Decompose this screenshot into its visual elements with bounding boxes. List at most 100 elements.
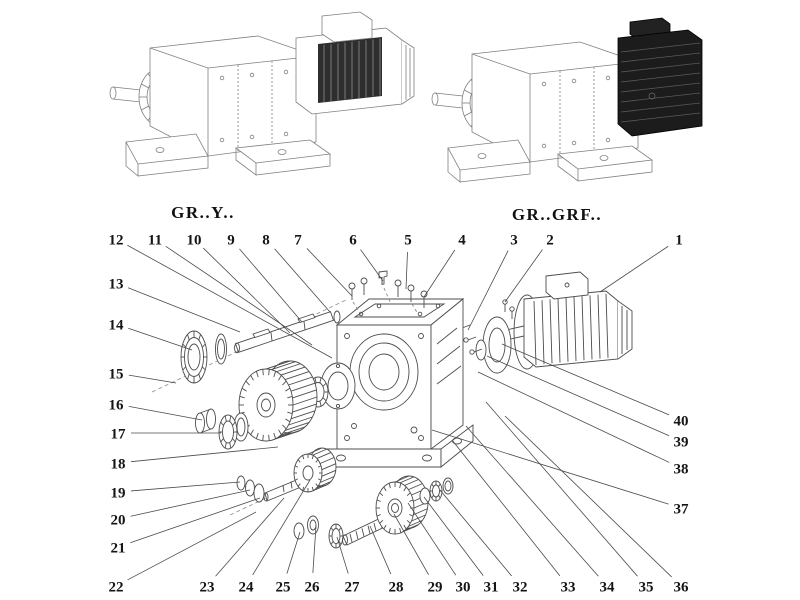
callout-12: 12 — [109, 233, 124, 249]
leader-line-35 — [485, 401, 638, 577]
gear-large — [238, 360, 318, 442]
callout-7: 7 — [294, 233, 302, 249]
housing-right-view — [471, 41, 639, 163]
leader-line-13 — [127, 287, 241, 333]
callout-27: 27 — [345, 580, 361, 596]
leader-line-22 — [127, 511, 257, 581]
leader-line-38 — [477, 371, 670, 463]
leader-line-23 — [215, 497, 285, 577]
callout-40: 40 — [674, 414, 689, 430]
leader-line-19 — [130, 481, 241, 492]
shaft-key-1 — [252, 328, 271, 339]
callout-36: 36 — [674, 580, 690, 596]
callout-26: 26 — [305, 580, 321, 596]
motor-exploded — [503, 271, 633, 370]
callout-24: 24 — [239, 580, 255, 596]
gear-housing — [326, 298, 474, 468]
mounting-feet-left-view — [125, 133, 332, 177]
leader-line-36 — [504, 415, 672, 578]
leader-line-33 — [451, 439, 561, 577]
leader-line-39 — [486, 355, 670, 437]
variant-title-gr-grf: GR..GRF.. — [511, 205, 603, 224]
leader-line-26 — [312, 525, 317, 574]
callout-14: 14 — [109, 318, 125, 334]
leader-line-30 — [407, 502, 457, 576]
leader-line-20 — [130, 489, 251, 517]
callout-38: 38 — [674, 462, 689, 478]
callout-2: 2 — [546, 233, 554, 249]
bearing-17 — [218, 412, 249, 450]
callout-29: 29 — [428, 580, 443, 596]
leader-line-6 — [360, 249, 384, 282]
callout-8: 8 — [262, 233, 270, 249]
seal-ring-13 — [215, 333, 227, 365]
motor-left-view — [295, 11, 415, 115]
callout-21: 21 — [111, 541, 126, 557]
variant-title-gr-y: GR..Y.. — [171, 203, 235, 222]
callout-23: 23 — [200, 580, 215, 596]
top-fasteners — [348, 270, 515, 319]
callout-19: 19 — [111, 486, 126, 502]
leader-line-9 — [239, 248, 303, 323]
leader-line-7 — [306, 248, 353, 297]
callout-3: 3 — [510, 233, 518, 249]
exploded-view — [151, 270, 633, 549]
leader-line-1 — [599, 245, 669, 293]
callout-20: 20 — [111, 513, 126, 529]
leader-line-2 — [504, 249, 543, 303]
assembled-view-gr-y — [109, 11, 415, 177]
callout-5: 5 — [404, 233, 412, 249]
callout-17: 17 — [111, 427, 127, 443]
callout-4: 4 — [458, 233, 466, 249]
bushing-16 — [195, 408, 216, 434]
callout-6: 6 — [349, 233, 357, 249]
bore-cover — [320, 362, 356, 410]
leader-line-4 — [423, 249, 456, 298]
output-shaft-group — [328, 475, 454, 549]
leader-line-3 — [467, 250, 509, 331]
leader-lines — [127, 244, 672, 581]
leader-line-15 — [128, 374, 177, 384]
leader-line-16 — [128, 405, 203, 421]
leader-line-18 — [130, 446, 279, 463]
bearing-14 — [180, 330, 208, 384]
callout-1: 1 — [675, 233, 683, 249]
intermediate-pinion-group — [236, 447, 337, 540]
callout-15: 15 — [109, 367, 124, 383]
leader-line-32 — [439, 489, 512, 577]
callout-18: 18 — [111, 457, 126, 473]
leader-line-10 — [203, 247, 291, 334]
callout-30: 30 — [456, 580, 471, 596]
leader-line-27 — [336, 536, 349, 574]
assembled-view-gr-grf — [431, 17, 703, 183]
leader-line-31 — [423, 496, 484, 576]
callout-37: 37 — [674, 502, 690, 518]
leader-line-28 — [369, 525, 392, 575]
leader-line-40 — [501, 343, 670, 416]
leader-line-12 — [127, 244, 333, 359]
leader-line-11 — [165, 245, 313, 346]
callout-35: 35 — [639, 580, 654, 596]
callout-39: 39 — [674, 435, 689, 451]
callout-9: 9 — [227, 233, 235, 249]
leader-line-34 — [465, 425, 599, 577]
callout-25: 25 — [276, 580, 291, 596]
callout-16: 16 — [109, 398, 125, 414]
leader-line-21 — [130, 497, 261, 544]
vent-plug — [378, 270, 388, 285]
callout-10: 10 — [187, 233, 202, 249]
mounting-feet-right-view — [447, 139, 654, 183]
leader-line-37 — [431, 429, 669, 505]
callout-34: 34 — [600, 580, 616, 596]
callout-28: 28 — [389, 580, 404, 596]
leader-line-14 — [128, 327, 193, 351]
motor-block-grf — [617, 17, 703, 137]
callout-31: 31 — [484, 580, 499, 596]
leader-line-29 — [393, 513, 429, 575]
callout-22: 22 — [109, 580, 124, 596]
leader-line-24 — [252, 479, 311, 576]
shaft-key-2 — [297, 313, 316, 324]
